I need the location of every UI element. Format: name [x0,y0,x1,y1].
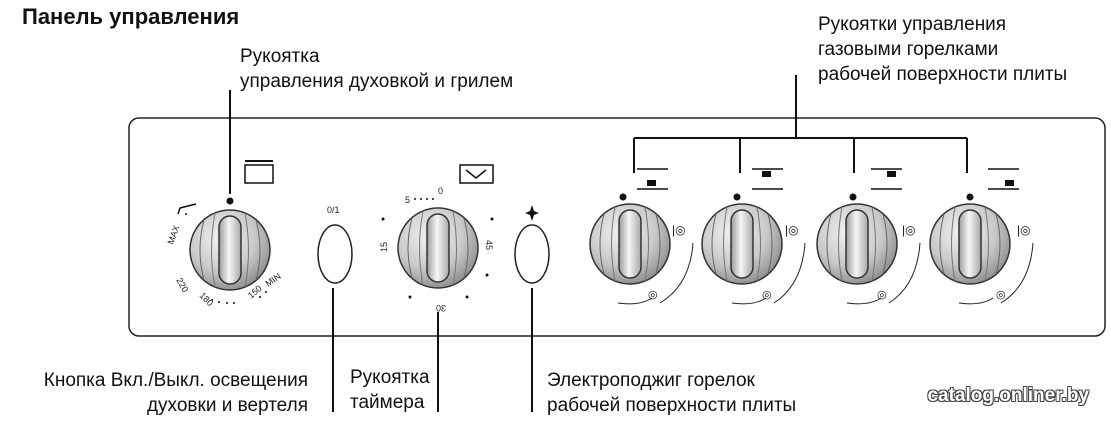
caption-line: Рукоятки управления [818,14,1007,35]
flame-small-icon: ◎ [877,289,887,301]
flame-large-icon: |◎ [902,223,916,237]
burner-knob-2[interactable]: |◎ ◎ [701,168,806,305]
timer-scale-0: 0 [438,186,443,196]
oven-symbol-icon [244,164,274,184]
timer-scale-15: 15 [379,242,389,252]
burner-position-icon [762,171,771,177]
watermark: catalog.onliner.by [927,385,1089,406]
oven-knob-caption: Рукоятка управления духовкой и грилем [240,44,513,94]
spark-icon [525,205,539,221]
caption-line: газовыми горелками [818,39,999,60]
caption-line: Электроподжиг горелок [547,370,755,391]
oven-scale-dots [185,213,267,304]
page-title: Панель управления [22,4,240,29]
timer-scale-30: 30 [436,303,446,313]
burner-knob-3[interactable]: |◎ ◎ [816,168,921,305]
caption-line: духовки и вертеля [146,395,308,416]
caption-line: Рукоятка [350,367,430,388]
light-button-caption: Кнопка Вкл./Выкл. освещения духовки и ве… [0,368,308,418]
burner-knob-1[interactable]: |◎ ◎ [589,168,694,305]
light-symbol-icon: 0/1 [327,205,340,215]
burner-position-icon [647,180,656,186]
flame-large-icon: |◎ [672,223,686,237]
timer-scale-dots [381,198,494,299]
burner-knob-4[interactable]: |◎ ◎ [929,168,1034,305]
grill-icon [177,203,197,215]
burner-knobs-caption: Рукоятки управления газовыми горелками р… [818,12,1067,87]
timer-knob-caption: Рукоятка таймера [350,365,430,415]
caption-line: Кнопка Вкл./Выкл. освещения [43,370,308,391]
ignition-button[interactable] [514,224,550,284]
burner-position-icon [887,171,896,177]
flame-small-icon: ◎ [996,289,1006,301]
flame-small-icon: ◎ [762,289,772,301]
timer-scale-5: 5 [405,195,410,205]
timer-knob[interactable]: 5 0 15 45 30 [379,164,494,313]
timer-symbol-icon [459,164,494,184]
leader-lines [229,75,968,412]
caption-line: рабочей поверхности плиты [547,395,797,416]
flame-large-icon: |◎ [785,223,799,237]
burner-position-icon [1005,180,1014,186]
caption-line: Рукоятка [240,46,320,67]
caption-line: рабочей поверхности плиты [818,64,1068,85]
ignition-caption: Электроподжиг горелок рабочей поверхност… [547,368,796,418]
flame-small-icon: ◎ [648,289,658,301]
timer-scale-45: 45 [484,240,494,250]
caption-line: управления духовкой и грилем [240,71,514,92]
caption-line: таймера [350,392,425,413]
light-button[interactable] [317,224,353,284]
flame-large-icon: |◎ [1017,223,1031,237]
